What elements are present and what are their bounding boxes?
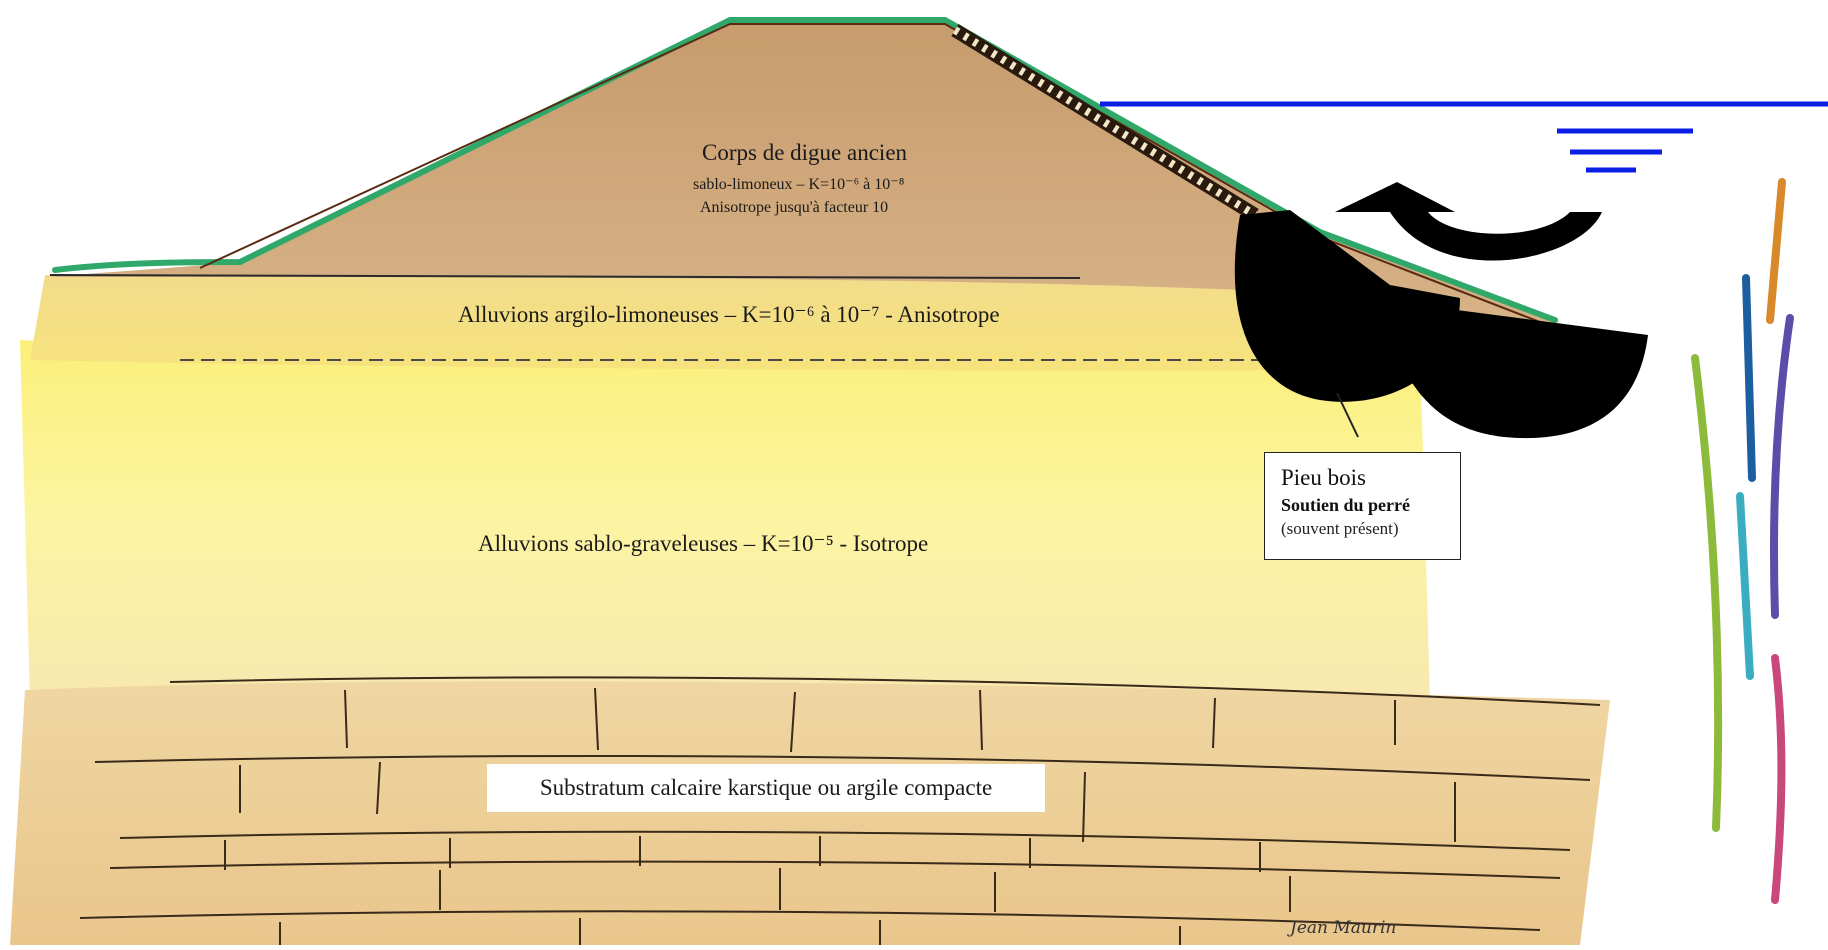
- accent-bar-orange: [1770, 182, 1782, 320]
- label-digue-line1: sablo-limoneux – K=10⁻⁶ à 10⁻⁸: [693, 174, 904, 194]
- label-digue-title: Corps de digue ancien: [702, 140, 907, 166]
- callout-title: Pieu bois: [1281, 465, 1460, 491]
- callout-note: (souvent présent): [1281, 519, 1460, 539]
- substratum-layer: [10, 681, 1610, 945]
- label-digue-line2: Anisotrope jusqu'à facteur 10: [700, 199, 888, 217]
- accent-bar-green: [1695, 358, 1718, 828]
- accent-bar-teal: [1740, 496, 1750, 676]
- label-alluvions-sablo: Alluvions sablo-graveleuses – K=10⁻⁵ - I…: [478, 531, 928, 557]
- accent-bar-purple: [1774, 318, 1790, 615]
- curved-arrow-icon: [1335, 182, 1602, 261]
- callout-subtitle: Soutien du perré: [1281, 495, 1460, 516]
- water-level-symbol: [1557, 131, 1693, 170]
- label-substratum: Substratum calcaire karstique ou argile …: [487, 764, 1045, 812]
- accent-bar-pink: [1775, 658, 1781, 900]
- callout-pieu-bois: Pieu bois Soutien du perré (souvent prés…: [1264, 452, 1461, 560]
- label-alluvions-argilo: Alluvions argilo-limoneuses – K=10⁻⁶ à 1…: [458, 302, 1000, 328]
- artist-signature: Jean Maurin: [1290, 918, 1396, 938]
- accent-bar-blue: [1746, 278, 1752, 478]
- alluvions-sablo-layer: [20, 340, 1430, 700]
- accent-bars: [1695, 182, 1790, 900]
